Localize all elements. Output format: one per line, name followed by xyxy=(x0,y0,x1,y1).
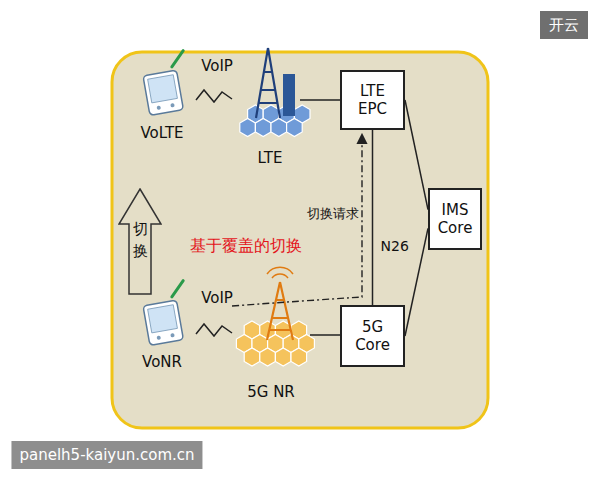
arrow-shape xyxy=(119,189,161,294)
protocol-label: VoIP xyxy=(201,289,233,307)
radio-link xyxy=(196,324,232,336)
frame-panel xyxy=(112,52,488,428)
link-wire xyxy=(300,99,340,101)
handover-title: 基于覆盖的切换 xyxy=(190,237,302,255)
watermark: panelh5-kaiyun.com.cn xyxy=(11,441,202,469)
link-wire xyxy=(310,334,340,336)
node-text: LTE EPC xyxy=(352,82,393,118)
terminal-label: VoNR xyxy=(142,353,182,371)
network-label: 5G NR xyxy=(247,383,295,401)
lte-tower xyxy=(256,48,295,118)
core-box: 5G Core xyxy=(340,305,405,367)
connector-line xyxy=(405,100,428,210)
handover-arrow: 切换 xyxy=(118,188,162,295)
interface-label: N26 xyxy=(381,238,409,254)
lte-cells xyxy=(240,105,310,137)
protocol-label: VoIP xyxy=(201,57,233,75)
signal-label: 切换请求 xyxy=(307,205,359,223)
nr-tower xyxy=(267,267,293,340)
core-box: IMS Core xyxy=(428,188,482,250)
node-text: IMS Core xyxy=(436,201,474,237)
handover-request-arrow xyxy=(232,134,362,306)
radio-link xyxy=(196,90,232,102)
connector-line xyxy=(372,130,374,305)
terminal-label: VoLTE xyxy=(140,124,183,142)
node-text: 切换 xyxy=(132,218,149,262)
arrow-outline xyxy=(118,188,162,295)
nr-cells xyxy=(236,321,314,366)
network-label: LTE xyxy=(258,149,283,167)
phone-icon xyxy=(140,51,193,116)
core-box: LTE EPC xyxy=(340,70,405,130)
watermark-badge: 开云 xyxy=(540,11,588,39)
node-text: 5G Core xyxy=(352,318,393,354)
